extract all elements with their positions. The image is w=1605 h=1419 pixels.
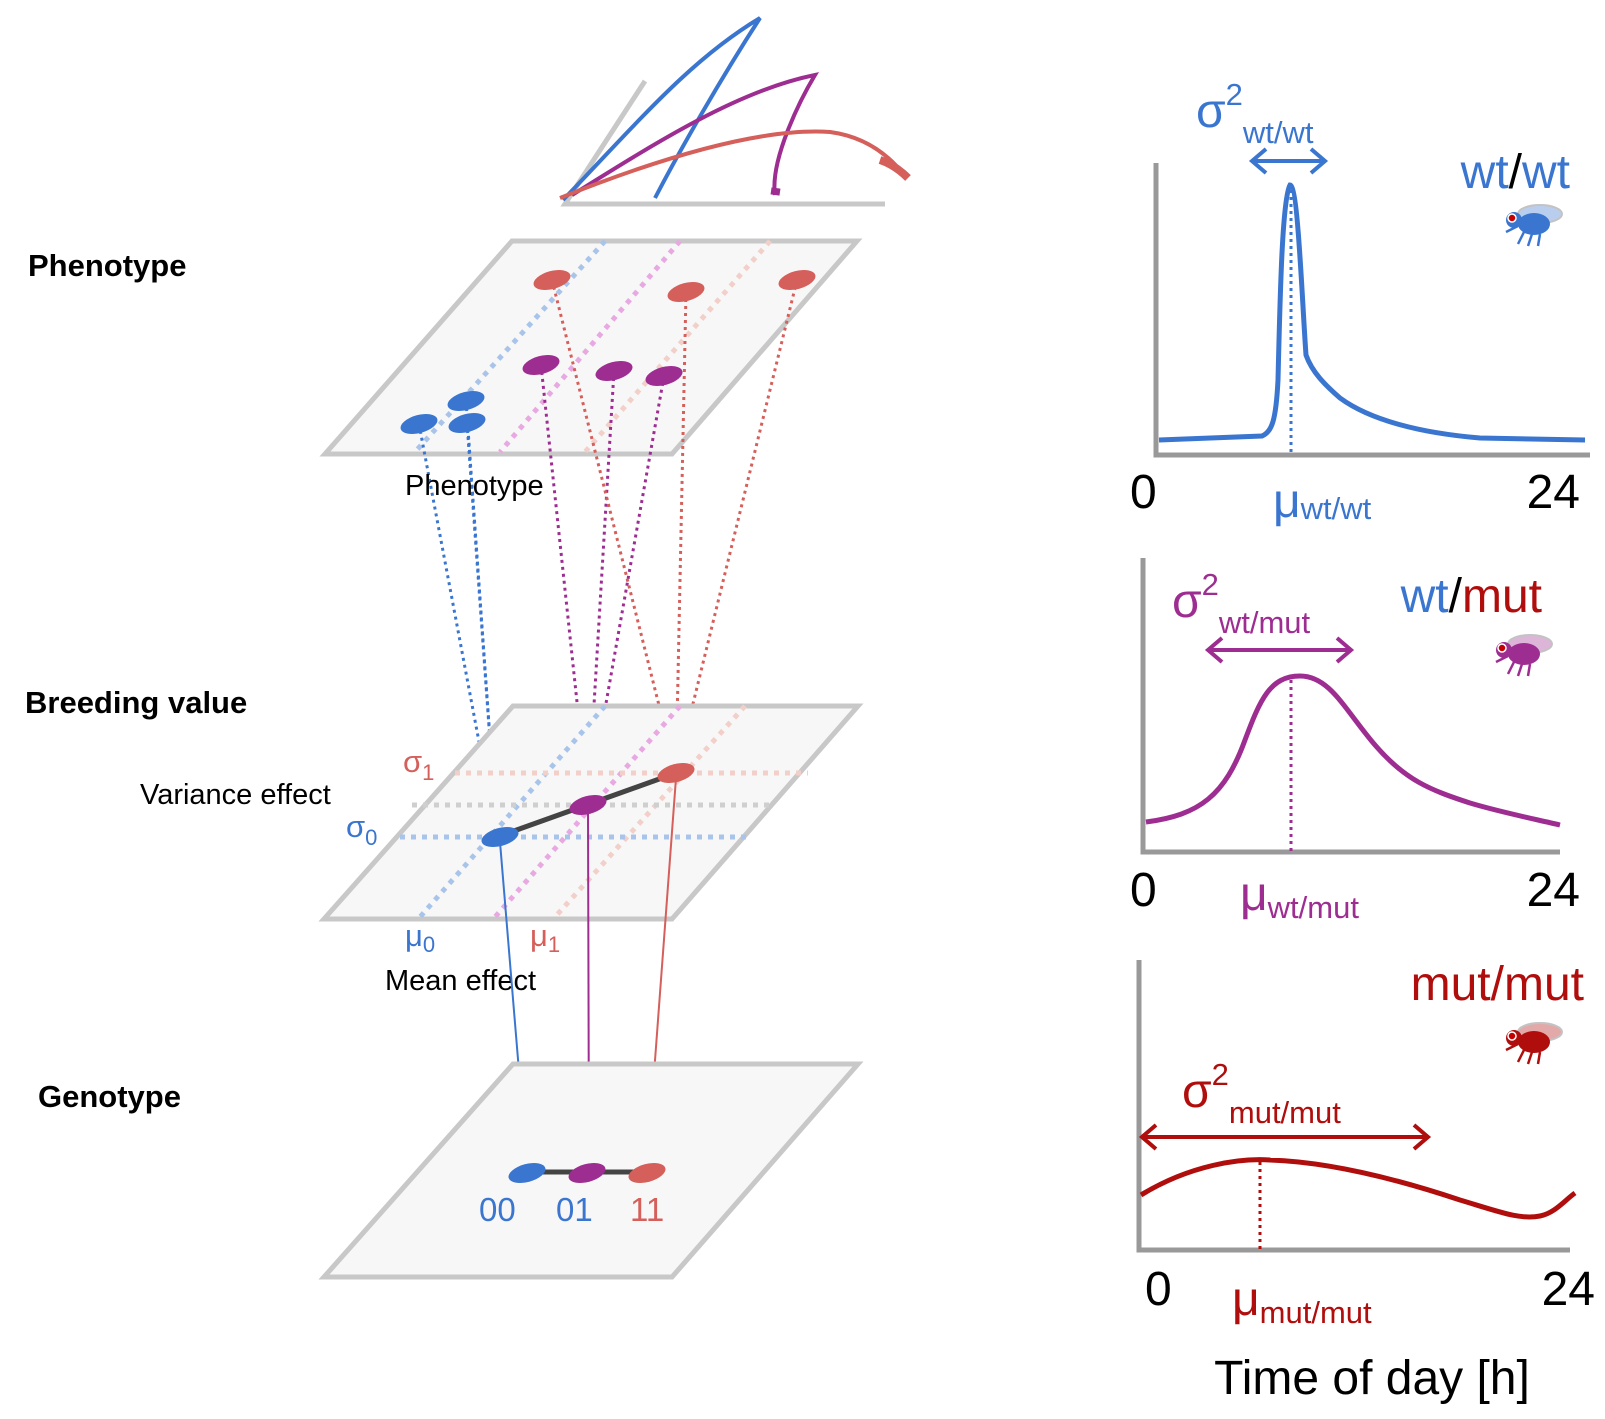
- phenotype-point: [400, 414, 438, 434]
- phenotype-point: [447, 391, 485, 411]
- panel-wt-wt: [1153, 147, 1590, 458]
- mu0-label: μ0: [405, 918, 435, 957]
- phenotype-curves: [559, 16, 911, 202]
- genotype-label-00: 00: [479, 1191, 516, 1228]
- x-end-mut-mut: 24: [1542, 1263, 1595, 1316]
- variance-label-wt-mut: σ2wt/mut: [1172, 567, 1311, 640]
- panel-wt-mut: [1140, 558, 1561, 855]
- x-end-wt-mut: 24: [1527, 864, 1580, 917]
- sigma1-label: σ1: [403, 744, 434, 785]
- breeding-point-00: [481, 827, 519, 847]
- breeding-point-01: [569, 795, 607, 815]
- phenotype-points: [400, 270, 816, 434]
- genotype-label-01: 01: [556, 1191, 593, 1228]
- mean-label-wt-wt: μwt/wt: [1273, 475, 1372, 528]
- density-curve-wt-mut: [1145, 673, 1561, 828]
- level-label-breeding-value: Breeding value: [25, 685, 247, 720]
- x-axis-label: Time of day [h]: [1214, 1352, 1530, 1405]
- phenotype-point: [522, 355, 560, 375]
- fly-icon-wt-mut: [1494, 633, 1554, 678]
- phenotype-point: [533, 270, 571, 290]
- genotype-label-11: 11: [630, 1191, 664, 1228]
- phenotype-point: [645, 366, 683, 386]
- variance-label-wt-wt: σ2wt/wt: [1196, 77, 1314, 150]
- x-start-mut-mut: 0: [1145, 1263, 1172, 1316]
- phenotype-point: [778, 270, 816, 290]
- genotype-points: [508, 1163, 666, 1183]
- breeding-points: [481, 763, 695, 847]
- genotype-point-11: [628, 1163, 666, 1183]
- variance-label-mut-mut: σ2mut/mut: [1182, 1057, 1341, 1130]
- variance-effect-label: Variance effect: [140, 779, 331, 811]
- level-label-phenotype: Phenotype: [28, 248, 186, 283]
- phenotype-point: [595, 361, 633, 381]
- genotype-point-00: [508, 1163, 546, 1183]
- mean-label-wt-mut: μwt/mut: [1240, 868, 1359, 925]
- x-start-wt-mut: 0: [1130, 864, 1157, 917]
- phenotype-curves-frame: [560, 79, 885, 207]
- x-start-wt-wt: 0: [1130, 466, 1157, 519]
- genotype-title-wt-wt: wt/wt: [1460, 146, 1570, 199]
- mu1-label: μ1: [530, 918, 560, 957]
- level-label-genotype: Genotype: [38, 1079, 181, 1114]
- phenotype-point: [667, 282, 705, 302]
- mean-label-mut-mut: μmut/mut: [1232, 1273, 1372, 1330]
- panel-mut-mut: [1136, 960, 1577, 1253]
- x-end-wt-wt: 24: [1527, 466, 1580, 519]
- genotype-title-wt-mut: wt/mut: [1400, 570, 1542, 623]
- fly-icon-wt-wt: [1504, 203, 1564, 248]
- phenotype-inner-label: Phenotype: [405, 470, 544, 502]
- sigma0-label: σ0: [346, 809, 377, 850]
- breeding-point-11: [657, 763, 695, 783]
- fly-icon-mut-mut: [1504, 1021, 1564, 1066]
- density-curve-mut-mut: [1139, 1157, 1577, 1220]
- density-curve-wt-wt: [1158, 182, 1586, 443]
- genotype-title-mut-mut: mut/mut: [1411, 958, 1584, 1011]
- genotype-point-01: [568, 1163, 606, 1183]
- phenotype-point: [448, 413, 486, 433]
